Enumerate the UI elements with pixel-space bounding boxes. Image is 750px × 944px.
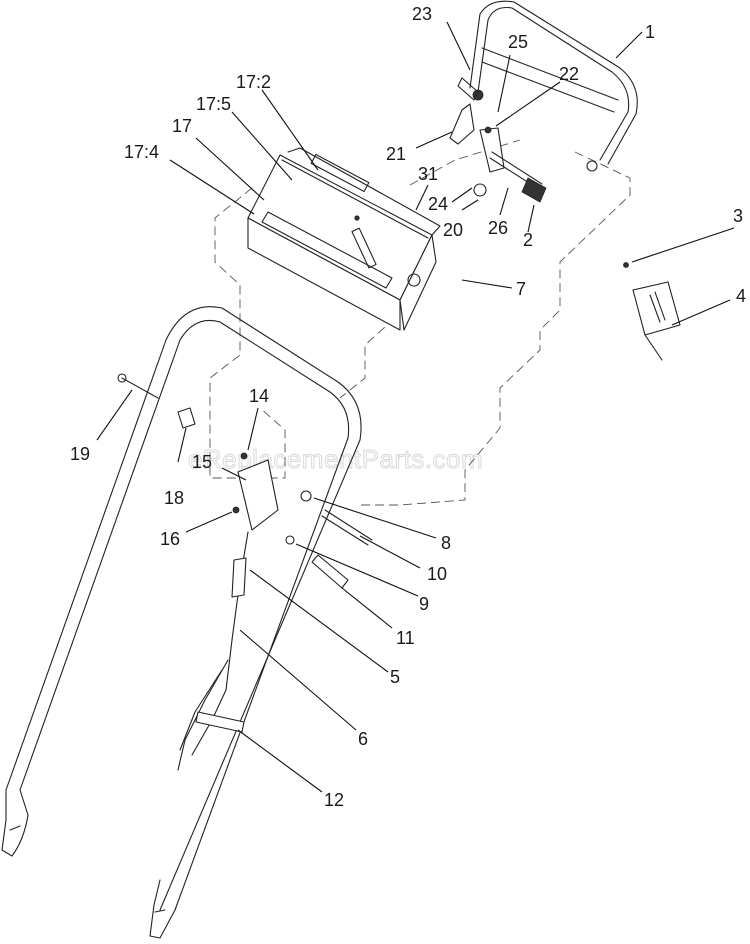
callout-25: 25: [508, 32, 528, 52]
callout-5: 5: [390, 667, 400, 687]
callout-labels: 1 2 3 4 5 6 7 8 9 10 11 12 14 15 16 17 1…: [70, 4, 746, 810]
callout-14: 14: [249, 386, 269, 406]
lower-handle-tube: [1, 306, 362, 939]
callout-16: 16: [160, 529, 180, 549]
callout-1: 1: [645, 22, 655, 42]
linkage-parts: [449, 77, 547, 203]
callout-2: 2: [523, 230, 533, 250]
callout-24: 24: [428, 194, 448, 214]
control-console-part-17: [247, 147, 441, 331]
callout-22: 22: [559, 64, 579, 84]
callout-19: 19: [70, 444, 90, 464]
callout-10: 10: [427, 564, 447, 584]
callout-12: 12: [324, 790, 344, 810]
callout-15: 15: [192, 452, 212, 472]
callout-11: 11: [396, 628, 415, 648]
assembly-dashed-outline: [209, 139, 631, 506]
watermark-text: eReplacementParts.com: [188, 444, 483, 474]
callout-17-5: 17:5: [196, 94, 231, 114]
callout-17-4: 17:4: [124, 142, 159, 162]
callout-23: 23: [412, 4, 432, 24]
callout-17-2: 17:2: [236, 72, 271, 92]
callout-6: 6: [358, 729, 368, 749]
callout-7: 7: [516, 279, 526, 299]
callout-26: 26: [488, 218, 508, 238]
callout-4: 4: [736, 286, 746, 306]
callout-21: 21: [386, 144, 406, 164]
upper-handle-part-1: [469, 0, 638, 172]
callout-31: 31: [418, 164, 438, 184]
side-bracket-part-4: [623, 262, 681, 361]
callout-3: 3: [733, 206, 743, 226]
callout-20: 20: [443, 220, 463, 240]
callout-9: 9: [419, 594, 429, 614]
callout-18: 18: [164, 488, 184, 508]
cable-assembly: [117, 373, 373, 771]
callout-17: 17: [172, 116, 192, 136]
callout-8: 8: [441, 533, 451, 553]
leader-lines: [96, 21, 735, 793]
